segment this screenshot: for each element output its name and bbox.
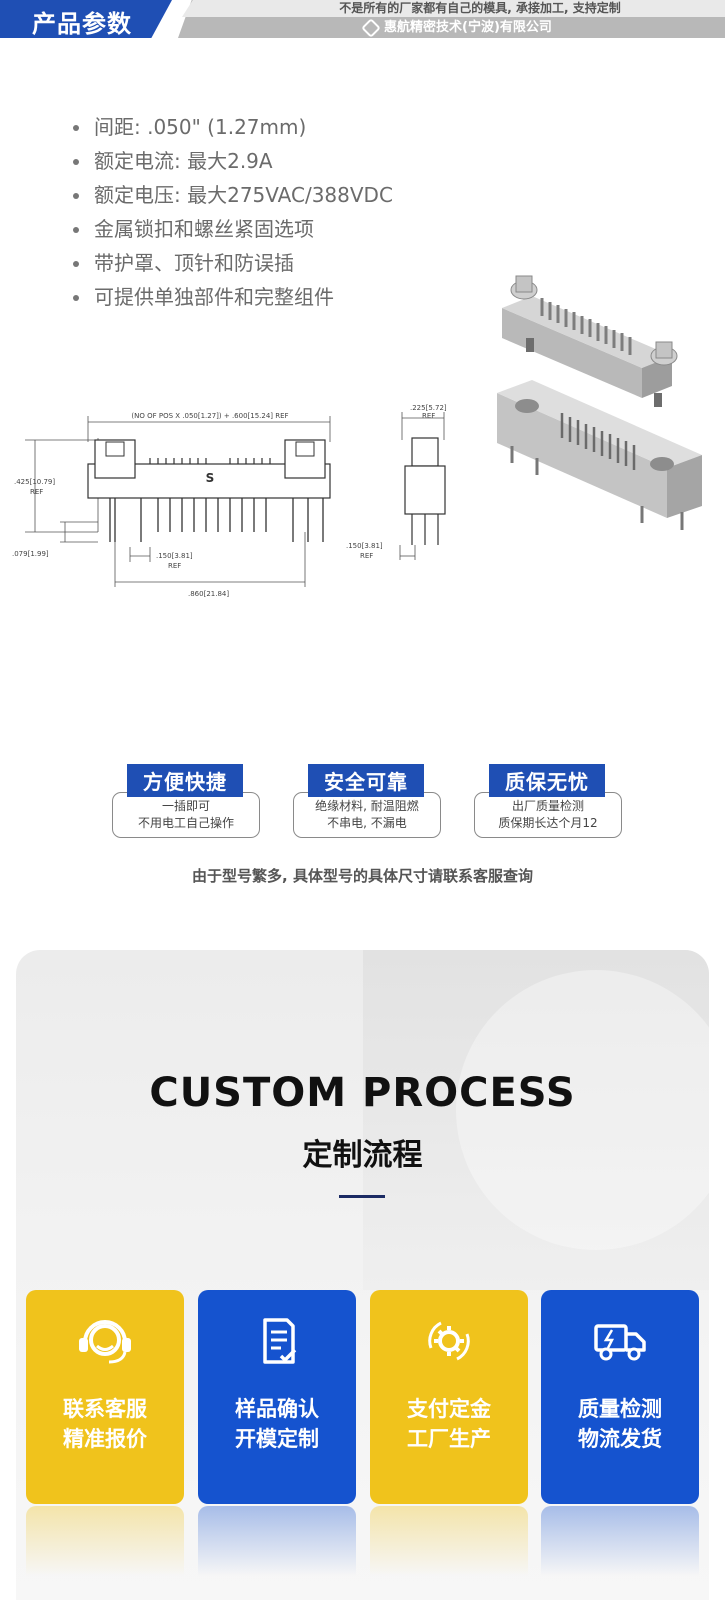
step-line: 开模定制 [235,1427,319,1451]
document-check-icon [263,1318,297,1364]
panel-decoration [456,970,709,1250]
process-step-sample: 样品确认 开模定制 [198,1290,356,1504]
process-step-delivery: 质量检测 物流发货 [541,1290,699,1504]
feature-safe: 绝缘材料, 耐温阻燃 不串电, 不漏电 安全可靠 [293,764,441,842]
step-label: 样品确认 开模定制 [235,1394,319,1454]
dimension-width: .860[21.84] [188,590,229,598]
spec-item: 金属锁扣和螺丝紧固选项 [70,212,393,246]
spec-list: 间距: .050" (1.27mm) 额定电流: 最大2.9A 额定电压: 最大… [70,110,393,314]
spec-text: 额定电压: 最大275VAC/388VDC [94,183,393,207]
delivery-truck-icon [594,1324,646,1361]
header-banner: 产品参数 不是所有的厂家都有自己的模具, 承接加工, 支持定制 惠航精密技术(宁… [0,0,725,40]
feature-line: 绝缘材料, 耐温阻燃 [315,799,419,813]
step-line: 联系客服 [63,1397,147,1421]
dimension-height-ref: REF [30,488,43,496]
side-body [404,437,446,545]
dimension-pitch-ref: REF [168,562,181,570]
company-name: 惠航精密技术(宁波)有限公司 [384,20,552,35]
header-stripe-top [182,0,725,17]
company-logo-icon [361,18,381,38]
feature-box: 一插即可 不用电工自己操作 [112,792,260,838]
feature-title: 安全可靠 [308,764,424,797]
feature-title: 质保无忧 [489,764,605,797]
spec-item: 可提供单独部件和完整组件 [70,280,393,314]
spec-text: 金属锁扣和螺丝紧固选项 [94,217,314,241]
step-reflection [370,1506,528,1576]
process-title: CUSTOM PROCESS [149,1070,576,1116]
step-label: 质量检测 物流发货 [578,1394,662,1454]
spec-item: 额定电压: 最大275VAC/388VDC [70,178,393,212]
header-slogan: 不是所有的厂家都有自己的模具, 承接加工, 支持定制 [339,1,621,15]
side-dimension-bottom: .150[3.81] [346,542,383,550]
inquiry-note: 由于型号繁多, 具体型号的具体尺寸请联系客服查询 [192,867,533,885]
spec-text: 间距: .050" (1.27mm) [94,115,307,139]
step-label: 联系客服 精准报价 [63,1394,147,1454]
dimension-top: (NO OF POS X .050[1.27]) + .600[15.24] R… [131,412,288,420]
dimension-height: .425[10.79] [14,478,55,486]
brand-mark: S [206,471,215,485]
process-step-payment: 支付定金 工厂生产 [370,1290,528,1504]
product-photo [497,275,702,530]
step-line: 工厂生产 [407,1427,491,1451]
gear-cycle-icon [428,1321,470,1361]
page-title: 产品参数 [32,10,132,38]
step-reflection [198,1506,356,1576]
step-line: 支付定金 [407,1397,491,1421]
company-name-row: 惠航精密技术(宁波)有限公司 [318,18,598,38]
plug-connector [502,275,678,407]
spec-item: 额定电流: 最大2.9A [70,144,393,178]
feature-line: 不串电, 不漏电 [327,816,407,830]
step-line: 样品确认 [235,1397,319,1421]
step-line: 精准报价 [63,1427,147,1451]
spec-text: 可提供单独部件和完整组件 [94,285,334,309]
side-dimension-top: .225[5.72] [410,404,447,412]
process-step-contact: 联系客服 精准报价 [26,1290,184,1504]
dimension-tail: .079[1.99] [12,550,49,558]
step-label: 支付定金 工厂生产 [407,1394,491,1454]
front-view-drawing: S (NO OF POS X .050[1.27]) + .600[15.24]… [12,412,331,598]
feature-warranty: 出厂质量检测 质保期长达个月12 质保无忧 [474,764,622,842]
process-subtitle: 定制流程 [302,1138,423,1173]
feature-line: 质保期长达个月12 [498,816,598,830]
step-line: 物流发货 [578,1427,662,1451]
side-dimension-top-ref: REF [422,412,435,420]
title-underline [339,1195,385,1198]
feature-title: 方便快捷 [127,764,243,797]
header-tab [0,0,172,38]
step-reflection [541,1506,699,1576]
feature-box: 绝缘材料, 耐温阻燃 不串电, 不漏电 [293,792,441,838]
socket-connector [497,380,702,530]
side-view-drawing: .225[5.72] REF .150[3.81] REF [346,404,447,560]
spec-item: 带护罩、顶针和防误插 [70,246,393,280]
step-line: 质量检测 [578,1397,662,1421]
spec-text: 带护罩、顶针和防误插 [94,251,294,275]
dimension-pitch: .150[3.81] [156,552,193,560]
feature-convenient: 一插即可 不用电工自己操作 方便快捷 [112,764,260,842]
feature-line: 一插即可 [161,799,210,813]
feature-box: 出厂质量检测 质保期长达个月12 [474,792,622,838]
spec-item: 间距: .050" (1.27mm) [70,110,393,144]
headset-icon [79,1320,131,1364]
panel-shade [363,950,709,1290]
step-reflection [26,1506,184,1576]
feature-line: 不用电工自己操作 [137,816,234,830]
connector-body: S [87,439,331,542]
spec-text: 额定电流: 最大2.9A [94,149,273,173]
side-dimension-bottom-ref: REF [360,552,373,560]
feature-line: 出厂质量检测 [511,799,584,813]
